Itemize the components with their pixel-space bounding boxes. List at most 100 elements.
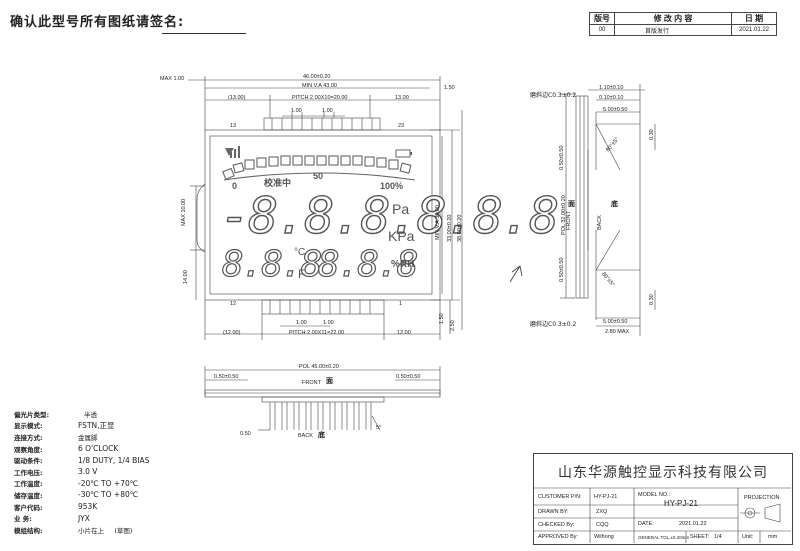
dim-pin-gap-top-2: 1.00	[322, 108, 333, 114]
approved-by: Wilhong	[594, 534, 614, 540]
revision-table: 版号 修 改 内 容 日 期 00 首版发行 2021.01.22	[589, 12, 777, 36]
signature-prompt: 确认此型号所有图纸请签名:	[10, 15, 185, 30]
side-back-cn: 底	[611, 200, 618, 208]
dim-max-10: MAX 10.00	[181, 198, 187, 226]
spec-label: 工作电压:	[14, 468, 43, 477]
drawn-by: ZXQ	[596, 509, 608, 515]
spec-value: JYX	[78, 513, 90, 523]
spec-label: 显示模式:	[14, 422, 43, 431]
spec-row: 驱动条件: 1/8 DUTY, 1/4 BIAS	[14, 454, 214, 466]
dim-side-050-top: 0.50±0.50	[559, 145, 565, 170]
battery-cap	[410, 152, 412, 155]
dim-va-30: MIN V.A 30.00	[435, 205, 441, 240]
dim-side-030-bot: 0.30	[649, 294, 655, 305]
customer-pn: HY-PJ-21	[594, 494, 618, 500]
model-no-label: MODEL NO.:	[638, 492, 671, 498]
unit-celsius: °C	[294, 247, 306, 258]
model-no: HY-PJ-21	[664, 499, 698, 508]
spec-row: 客户代码:953K	[14, 501, 214, 513]
dim-side-110: 1.10±0.10	[599, 85, 624, 91]
dim-bottom-1-50: 1.50	[439, 313, 445, 324]
spec-label: 储存温度:	[14, 491, 43, 500]
spec-value: 6 O'CLOCK	[78, 444, 119, 454]
bottom-front-cn: 面	[326, 377, 333, 385]
unit-rh: %RH	[391, 259, 415, 270]
signature-line[interactable]	[162, 33, 246, 34]
approved-by-label: APPROVED By:	[538, 534, 579, 540]
dim-pin-gap-bot-1: 1.00	[296, 320, 307, 326]
bottom-back-cn: 底	[318, 431, 325, 439]
date-value: 2021.01.22	[679, 521, 707, 527]
unit-kpa: KPa	[388, 228, 415, 244]
dim-bottom-left-050: 0.50±0.50	[214, 374, 239, 380]
spec-row: 观察角度: 6 O'CLOCK	[14, 443, 214, 455]
side-front-label: FRONT	[566, 211, 572, 230]
dim-bottom-2-50: 2.50	[450, 320, 456, 331]
dim-bottom-right-050: 0.50±0.50	[396, 374, 421, 380]
spec-label: 观察角度:	[14, 445, 43, 454]
date-label: DATE:	[638, 521, 654, 527]
signal-bar-2	[234, 149, 236, 158]
dim-left-13: (13.00)	[228, 95, 246, 101]
scale-zero: 0	[232, 181, 238, 191]
rev-cell-content: 首版发行	[614, 24, 732, 36]
title-block: 山东华源触控显示科技有限公司 CUSTOMER P/N: HY-PJ-21 MO…	[533, 453, 793, 545]
spec-label: 驱动条件:	[14, 457, 43, 466]
dim-right-1-50: 1.50	[444, 85, 455, 91]
sheet-value: 1/4	[714, 534, 722, 540]
spec-value: 金属脚	[78, 433, 98, 442]
spec-value: -30℃ TO +80℃	[78, 490, 139, 500]
spec-row: 业 务:JYX	[14, 512, 214, 524]
spec-row: 模组结构:小片在上 (草图)	[14, 524, 214, 536]
checked-by-label: CHECKED By:	[538, 522, 575, 528]
spec-label: 客户代码:	[14, 503, 43, 512]
spec-value: 小片在上 (草图)	[78, 526, 133, 535]
unit-label: Unit:	[742, 534, 754, 540]
dim-pitch-bottom: PITCH 2.00X11=22.00	[289, 330, 345, 336]
chamfer-bottom-label: 磨斜边C0.3±0.2	[530, 321, 577, 328]
customer-pn-label: CUSTOMER P/N:	[538, 494, 582, 500]
spec-label: 偏光片类型:	[14, 410, 50, 419]
lcd-display	[222, 146, 416, 181]
rev-cell-date: 2021.01.22	[731, 24, 777, 36]
dim-height-33: 33.00±0.20	[447, 214, 453, 243]
scale-fifty: 50	[313, 171, 324, 181]
pin-label-12: 12	[230, 301, 237, 307]
unit-fahrenheit: F	[298, 267, 306, 281]
signal-icon	[225, 148, 234, 156]
spec-label: 连接方式:	[14, 433, 43, 442]
dim-overall-width: 46.00±0.20	[303, 74, 331, 80]
sheet-label: SHEET:	[690, 534, 710, 540]
dim-height-38: 38.00±0.20	[457, 214, 463, 243]
unit-pa: Pa	[392, 201, 410, 217]
spec-value: 1/8 DUTY, 1/4 BIAS	[78, 455, 150, 465]
spec-row: 偏光片类型:半透	[14, 408, 214, 420]
calibrating-label: 校准中	[264, 179, 292, 189]
projection-label: PROJECTION	[744, 495, 780, 501]
pin-label-13: 13	[230, 123, 237, 129]
humidity-digits: 8.8.8	[317, 244, 419, 285]
dim-pitch-top: PITCH 2.00X10=20.00	[292, 95, 348, 101]
dim-pin-gap-bot-2: 1.00	[323, 320, 334, 326]
spec-row: 显示模式: FSTN,正显	[14, 420, 214, 432]
spec-row: 储存温度: -30℃ TO +80℃	[14, 489, 214, 501]
spec-value: FSTN,正显	[78, 420, 115, 430]
spec-row: 连接方式: 金属脚	[14, 431, 214, 443]
dim-bottom-050: 0.50	[240, 431, 251, 437]
dim-right-12: 12.00	[397, 330, 411, 336]
checked-by: CQQ	[596, 522, 609, 528]
dim-side-500-bot: 5.00±0.50	[603, 319, 628, 325]
signal-bar-3	[238, 146, 240, 158]
dim-14: 14.00	[183, 270, 189, 284]
dim-side-280: 2.80 MAX	[605, 329, 630, 335]
main-digits: -8.8.8.8.8.8	[219, 187, 560, 245]
spec-value: -20℃ TO +70℃	[78, 478, 139, 488]
spec-label: 工作温度:	[14, 480, 43, 489]
unit-value: mm	[768, 534, 778, 540]
battery-icon	[395, 149, 411, 158]
spec-row: 工作温度: -20℃ TO +70℃	[14, 478, 214, 490]
dim-pin-gap-top-1: 1.00	[291, 108, 302, 114]
dim-view-area: MIN V.A 43.00	[302, 83, 337, 89]
dim-right-13: 13.00	[395, 95, 409, 101]
